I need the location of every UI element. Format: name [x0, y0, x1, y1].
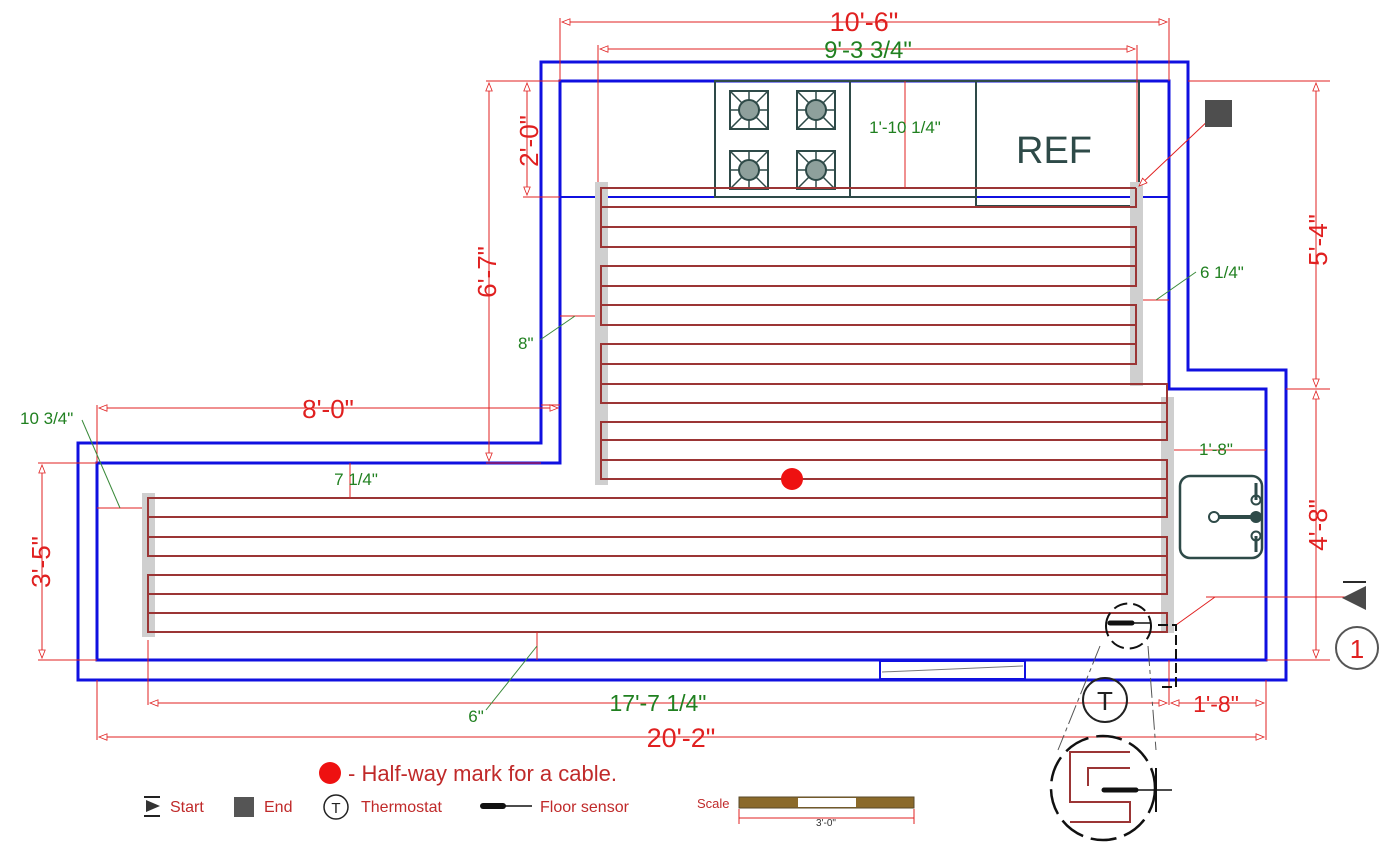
cable-strip-upper-left: [595, 182, 608, 485]
spacing-upper-right: 6 1/4": [1200, 263, 1244, 282]
detail-cable-inner: [1087, 767, 1130, 786]
leader-upper-right: [1155, 271, 1197, 301]
detail-cable-loop: [1069, 751, 1131, 823]
legend-scale-text: Scale: [697, 796, 730, 811]
spacing-counter-depth: 1'-10 1/4": [869, 118, 941, 137]
legend-end-text: End: [264, 799, 292, 816]
sink-drain-icon: [1208, 511, 1220, 523]
detail-projection-right: [1147, 645, 1157, 751]
thermostat-legend-icon: [323, 794, 349, 820]
dim-mid-horizontal: 8'-0": [302, 394, 354, 424]
scale-bar: [738, 796, 915, 824]
burner-icon: [796, 150, 836, 190]
faucet-icon: [1250, 511, 1262, 523]
section-circle: [1335, 626, 1379, 670]
legend-start-text: Start: [170, 799, 204, 816]
legend-thermostat-text: Thermostat: [361, 799, 442, 816]
burner-icon: [729, 150, 769, 190]
dim-top-inner: 9'-3 3/4": [824, 37, 912, 64]
sensor-detail: T: [1049, 602, 1177, 842]
faucet-handle-icon: [1250, 530, 1262, 542]
counter-divider: [849, 80, 977, 198]
dimension-lines: [38, 18, 1360, 741]
legend: - Half-way mark for a cable. Start End T…: [144, 761, 915, 829]
heating-cable: [147, 187, 1168, 633]
legend-scale-length: 3'-0": [816, 818, 836, 829]
dim-bottom-overall: 20'-2": [647, 723, 716, 753]
thermostat-letter: T: [1097, 686, 1113, 716]
dim-bottom-right: 1'-8": [1193, 691, 1239, 717]
dim-left-mid: 6'-7": [472, 246, 502, 298]
end-marker-icon: [1205, 100, 1232, 127]
thermostat-icon: [1082, 677, 1128, 723]
spacing-lower-left: 10 3/4": [20, 409, 73, 428]
end-icon: [234, 797, 254, 817]
burner-icon: [729, 90, 769, 130]
dim-bottom-inner: 17'-7 1/4": [610, 690, 707, 716]
section-number: 1: [1350, 634, 1364, 664]
door-threshold: [879, 660, 1026, 680]
dim-top-overall: 10'-6": [830, 7, 899, 37]
dim-right-upper: 5'-4": [1303, 214, 1333, 266]
dim-left-upper: 2'-0": [514, 115, 544, 167]
faucet-handle-icon: [1250, 494, 1262, 506]
dim-left-lower: 3'-5": [26, 536, 56, 588]
leader-bottom: [485, 645, 538, 711]
outer-wall: [76, 60, 1288, 682]
refrigerator-label: REF: [1016, 130, 1092, 172]
door-threshold-line: [881, 665, 1024, 673]
cooktop: [714, 80, 851, 198]
start-icon: [144, 796, 160, 817]
legend-halfway-icon: [319, 762, 341, 784]
leader-lower-left: [81, 419, 121, 509]
section-arrow-icon: [1342, 586, 1366, 610]
end-leader: [1138, 116, 1213, 187]
cable-strip-lower-left: [142, 493, 155, 637]
thermostat-legend-letter: T: [331, 800, 340, 817]
cooktop-outline: [714, 80, 851, 198]
detail-small-circle: [1105, 602, 1152, 650]
walls: [76, 60, 1288, 682]
section-marker: 1: [1335, 581, 1379, 670]
sink: [1178, 474, 1264, 560]
detail-projection-left: [1057, 645, 1101, 751]
spacing-leaders: [81, 271, 1197, 711]
spacing-right: 1'-8": [1199, 440, 1233, 459]
wall-box: [1158, 624, 1177, 688]
spacing-upper-left: 8": [518, 334, 534, 353]
burner-icon: [796, 90, 836, 130]
halfway-mark: [781, 468, 803, 490]
cable-strips: [142, 182, 1174, 637]
dim-right-lower: 4'-8": [1303, 499, 1333, 551]
legend-floor-sensor-text: Floor sensor: [540, 799, 630, 816]
legend-halfway-text: - Half-way mark for a cable.: [348, 761, 617, 786]
leader-upper-left: [539, 315, 576, 341]
spacing-lower-top: 7 1/4": [334, 470, 378, 489]
spacing-bottom: 6": [468, 707, 484, 726]
